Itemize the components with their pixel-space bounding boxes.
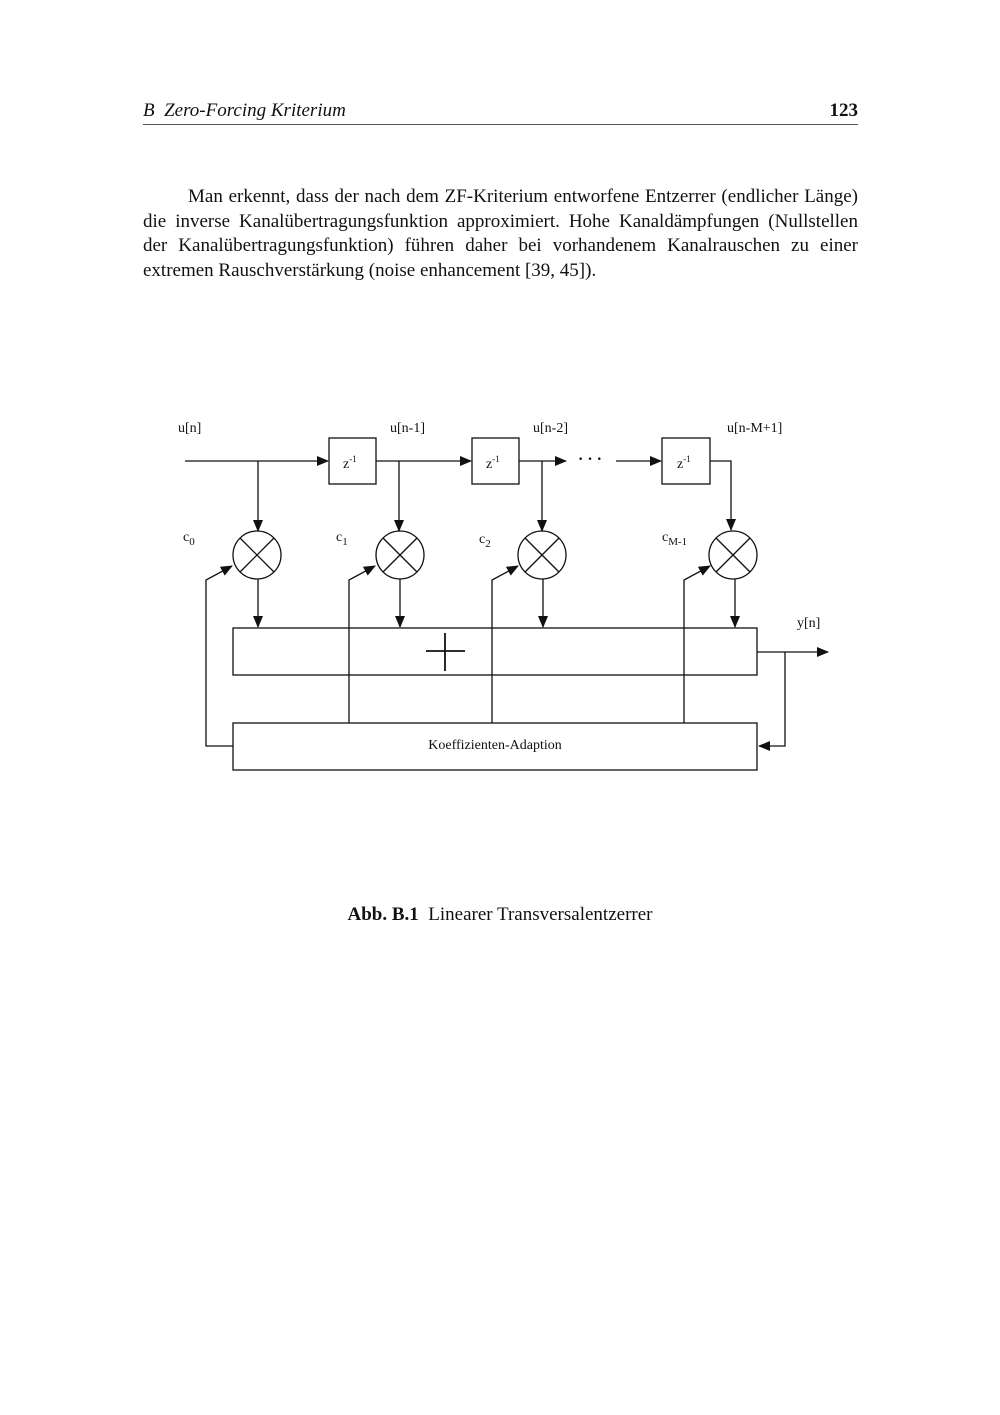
coef-line-0 [205, 565, 233, 747]
output-feedback-line [758, 652, 786, 751]
figure-caption: Abb. B.1 Linearer Transversalentzerrer [0, 904, 1000, 926]
delay-box-2 [471, 437, 520, 485]
transversal-equalizer-diagram: u[n] u[n-1] u[n-2] u[n-M+1] z-1 z-1 z-1 … [178, 421, 829, 771]
caption-label: Abb. B.1 [347, 904, 419, 925]
coef-line-3 [683, 565, 711, 723]
sum-box [232, 627, 758, 676]
line-last-tap [710, 460, 736, 531]
page-number: 123 [829, 100, 859, 121]
multiplier-2 [517, 530, 567, 580]
label-u-n-2: u[n-2] [533, 421, 568, 436]
coef-line-2 [491, 565, 519, 723]
output-label: y[n] [797, 616, 820, 631]
running-header: B Zero-Forcing Kriterium 123 [143, 100, 858, 125]
coef-label-0: c0 [183, 530, 195, 548]
multiplier-0 [232, 530, 282, 580]
multiplier-3 [708, 530, 758, 580]
coef-label-3: cM-1 [662, 530, 687, 548]
chapter-title: B Zero-Forcing Kriterium [143, 100, 346, 121]
adaption-label: Koeffizienten-Adaption [428, 738, 561, 753]
ellipsis: · · · [578, 451, 602, 468]
delay-box-1 [328, 437, 377, 485]
coef-label-2: c2 [479, 532, 491, 550]
label-u-n: u[n] [178, 421, 201, 436]
coef-label-1: c1 [336, 530, 348, 548]
delay-label-2: z-1 [486, 454, 500, 472]
coef-line-1 [348, 565, 376, 723]
caption-text: Linearer Transversalentzerrer [428, 904, 653, 925]
delay-label-1: z-1 [343, 454, 357, 472]
label-u-n-m1: u[n-M+1] [727, 421, 782, 436]
label-u-n-1: u[n-1] [390, 421, 425, 436]
body-paragraph: Man erkennt, dass der nach dem ZF-Kriter… [143, 186, 858, 281]
multiplier-1 [375, 530, 425, 580]
delay-box-3 [661, 437, 711, 485]
delay-label-3: z-1 [677, 454, 691, 472]
